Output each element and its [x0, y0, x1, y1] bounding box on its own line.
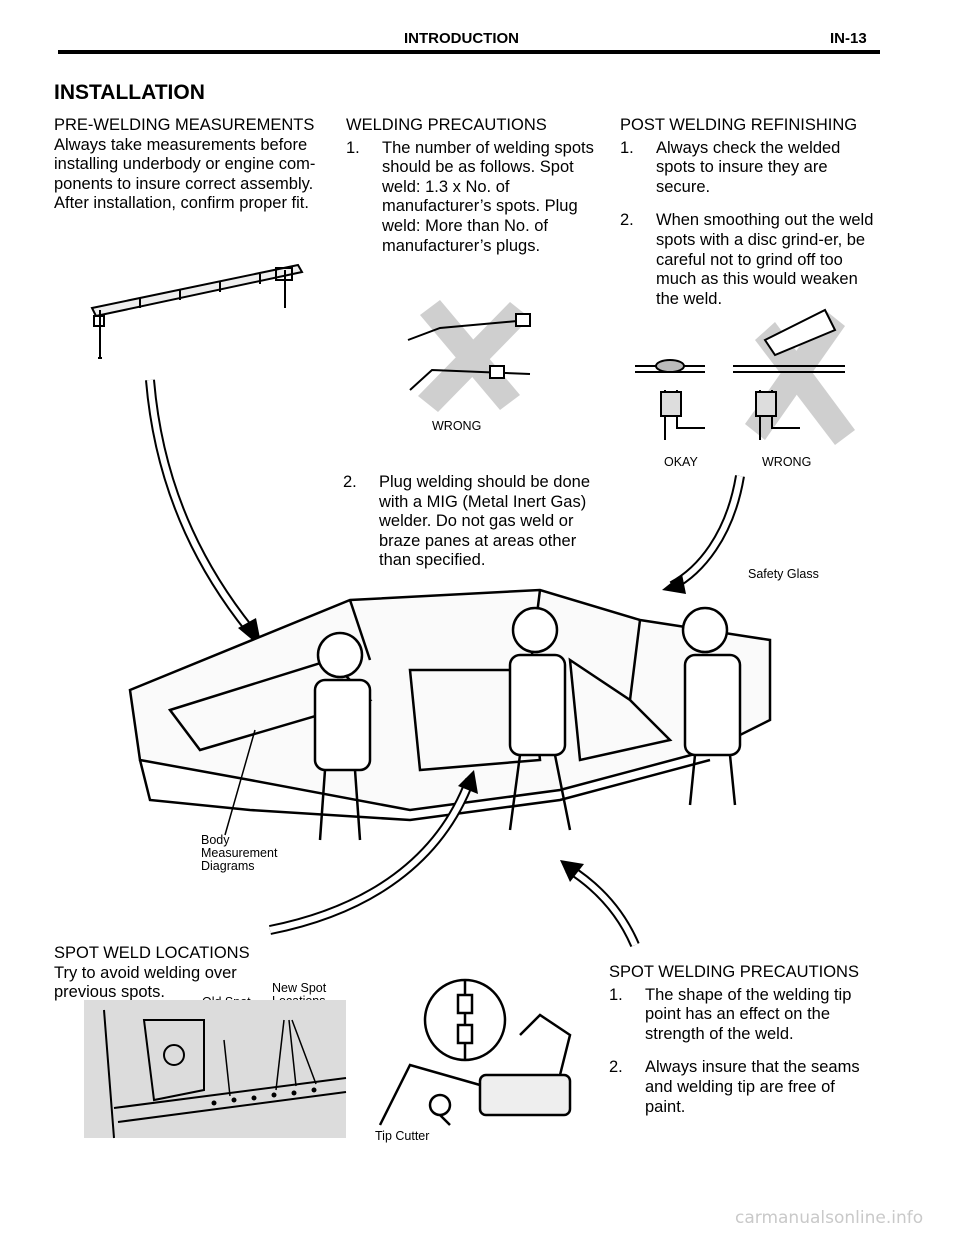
post-welding-steps-list: 1. Always check the welded spots to insu…: [620, 139, 876, 310]
post-welding-step-1: 1. Always check the welded spots to insu…: [620, 139, 876, 198]
body-measurement-leader-line: [224, 729, 256, 836]
safety-glass-label: Safety Glass: [748, 567, 819, 581]
pre-welding-heading: PRE-WELDING MEASUREMENTS: [54, 116, 315, 134]
welding-step-2-number: 2.: [343, 473, 357, 491]
grinding-okay-wrong-illustration: [635, 308, 855, 445]
curved-arrow-right-icon: [662, 475, 745, 594]
page-number: IN-13: [830, 30, 867, 47]
body-measurement-diagrams-label: Body Measurement Diagrams: [201, 833, 278, 873]
grinding-wrong-label: WRONG: [762, 455, 812, 469]
welding-steps-list: 1. The number of welding spots should be…: [346, 139, 608, 257]
post-welding-step-2-text: When smoothing out the weld spots with a…: [656, 211, 874, 308]
welding-step-1-number: 1.: [346, 138, 360, 157]
spot-welding-step-2-number: 2.: [609, 1058, 623, 1077]
spot-welding-steps-list: 1. The shape of the welding tip point ha…: [609, 986, 871, 1118]
curved-arrow-bottom-left-icon: [269, 770, 478, 935]
post-welding-step-1-number: 1.: [620, 138, 634, 157]
curved-arrow-bottom-right-icon: [560, 860, 640, 948]
post-welding-step-1-text: Always check the welded spots to insure …: [656, 138, 841, 196]
post-welding-step-2: 2. When smoothing out the weld spots wit…: [620, 211, 876, 309]
tip-cutter-label: Tip Cutter: [375, 1129, 430, 1143]
grinding-okay-label: OKAY: [664, 455, 698, 469]
spot-weld-locations-body: Try to avoid welding over previous spots…: [54, 963, 237, 1002]
post-welding-heading: POST WELDING REFINISHING: [620, 116, 858, 134]
spot-welding-precautions-section: SPOT WELDING PRECAUTIONS 1. The shape of…: [609, 963, 871, 1131]
spot-welding-step-2-text: Always insure that the seams and welding…: [645, 1058, 860, 1116]
spot-welding-step-1: 1. The shape of the welding tip point ha…: [609, 986, 871, 1045]
spot-weld-locations-section: SPOT WELD LOCATIONS Try to avoid welding…: [54, 944, 284, 1003]
measurement-gauge-illustration: [90, 263, 304, 359]
header-rule: [58, 50, 880, 54]
welding-step-2-text: Plug welding should be done with a MIG (…: [379, 473, 590, 570]
post-welding-section: POST WELDING REFINISHING 1. Always check…: [620, 116, 876, 323]
spot-locations-panel-illustration: [84, 1000, 347, 1139]
watermark: carmanualsonline.info: [735, 1208, 924, 1228]
spot-welding-precautions-heading: SPOT WELDING PRECAUTIONS: [609, 963, 859, 981]
running-header-section: INTRODUCTION: [404, 30, 519, 47]
pre-welding-body: Always take measurements before installi…: [54, 135, 316, 213]
welding-step-1: 1. The number of welding spots should be…: [346, 139, 608, 257]
welding-precautions-heading: WELDING PRECAUTIONS: [346, 116, 547, 134]
tip-cutter-illustration: [378, 978, 572, 1126]
torch-wrong-label: WRONG: [432, 419, 482, 433]
gas-torch-wrong-illustration: [407, 300, 531, 412]
post-welding-step-2-number: 2.: [620, 211, 634, 230]
welding-step-1-text: The number of welding spots should be as…: [382, 138, 594, 255]
welding-precautions-section: WELDING PRECAUTIONS 1. The number of wel…: [346, 116, 608, 270]
welding-steps-list-continued: 2. Plug welding should be done with a MI…: [343, 473, 605, 571]
spot-weld-locations-heading: SPOT WELD LOCATIONS: [54, 944, 250, 962]
spot-welding-step-2: 2. Always insure that the seams and weld…: [609, 1058, 871, 1117]
pre-welding-section: PRE-WELDING MEASUREMENTS Always take mea…: [54, 116, 332, 214]
car-body-welding-scene-illustration: [128, 588, 772, 841]
spot-welding-step-1-text: The shape of the welding tip point has a…: [645, 985, 852, 1043]
welding-step-2-block: 2. Plug welding should be done with a MI…: [343, 473, 605, 585]
page-title: INSTALLATION: [54, 81, 205, 104]
welding-step-2: 2. Plug welding should be done with a MI…: [343, 473, 605, 571]
spot-welding-step-1-number: 1.: [609, 985, 623, 1004]
